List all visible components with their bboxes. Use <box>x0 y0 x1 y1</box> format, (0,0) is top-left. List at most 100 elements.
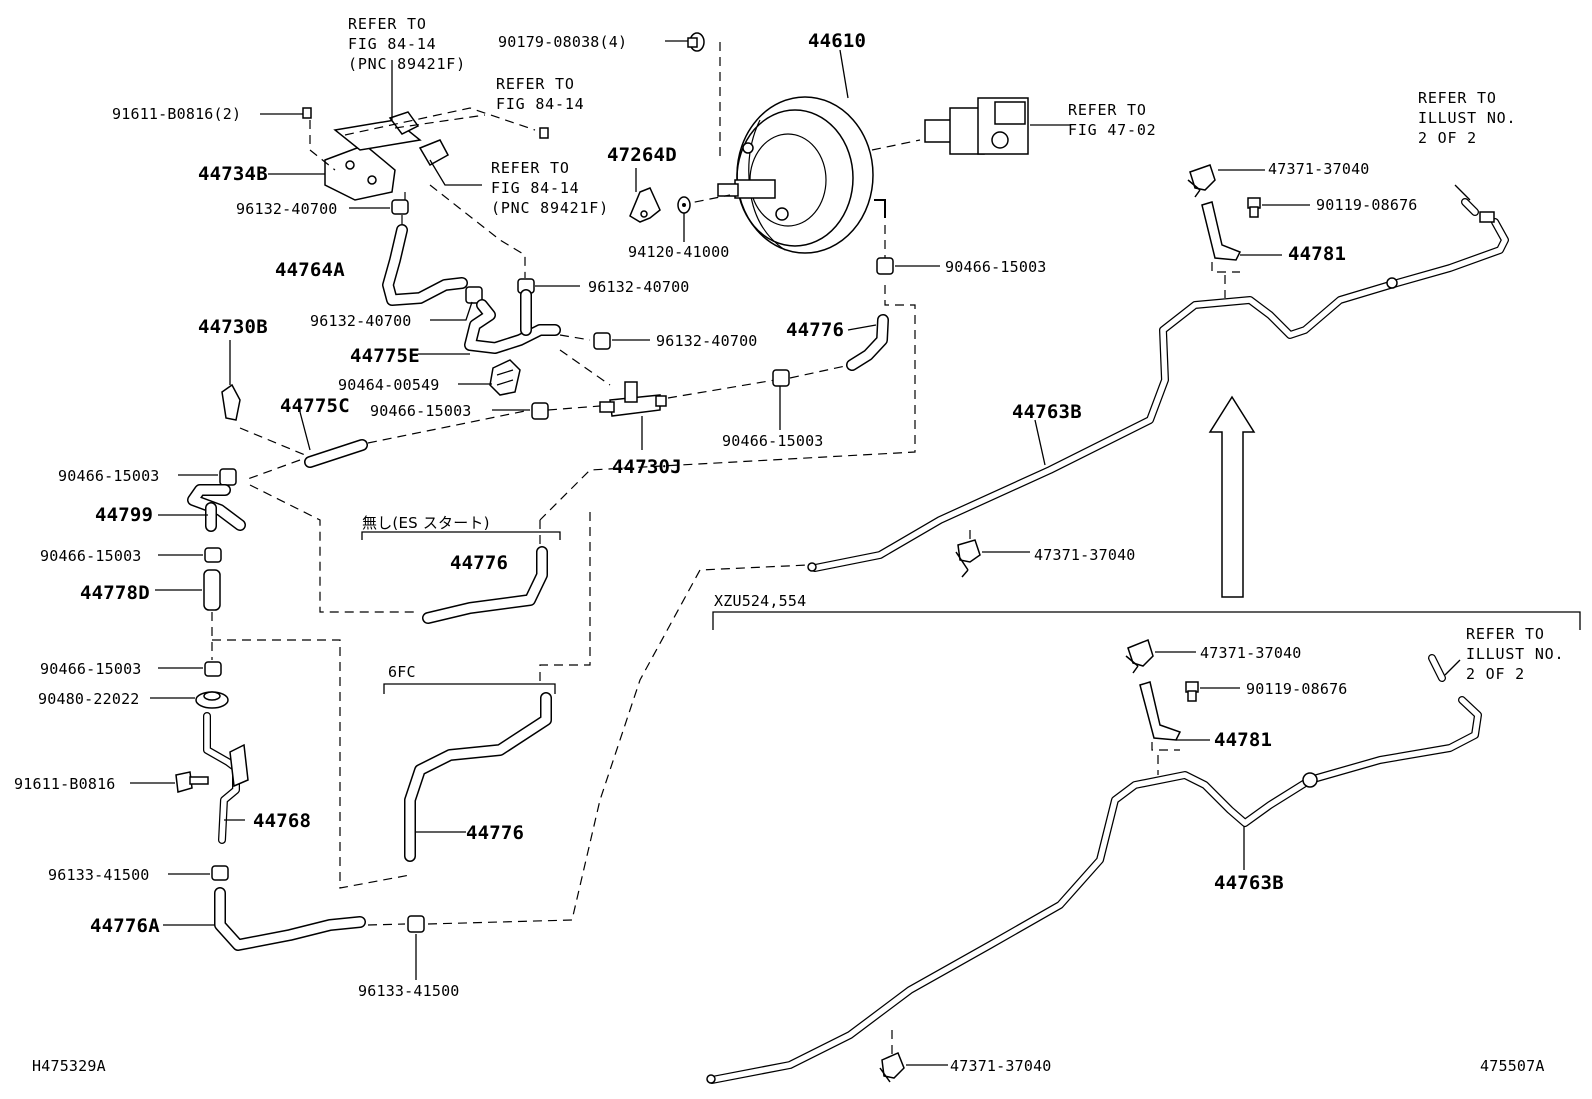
part-47371-37040-c[interactable]: 47371-37040 <box>1200 644 1302 662</box>
ref-84-14-pnc-a: REFER TO <box>348 15 427 33</box>
part-44776-a[interactable]: 44776 <box>786 319 845 341</box>
variant-xzu524-554: XZU524,554 <box>714 592 807 610</box>
part-44776-c[interactable]: 44776 <box>466 822 525 844</box>
ref-47-02-a: REFER TO <box>1068 101 1147 119</box>
tube-44778D <box>203 569 221 611</box>
part-96133-41500-a[interactable]: 96133-41500 <box>48 866 150 884</box>
part-96133-41500-b[interactable]: 96133-41500 <box>358 982 460 1000</box>
clip-44730B <box>221 383 241 421</box>
part-90119-08676-b[interactable]: 90119-08676 <box>1246 680 1348 698</box>
part-44610[interactable]: 44610 <box>808 30 867 52</box>
part-47371-37040-d[interactable]: 47371-37040 <box>950 1057 1052 1075</box>
variant-nashi-es-start: 無し(ES スタート) <box>362 514 490 532</box>
pipe-44763B-a <box>807 211 1509 572</box>
washer-94120 <box>677 196 691 214</box>
part-90466-15003-e[interactable]: 90466-15003 <box>40 547 142 565</box>
clamp-47371-b <box>955 539 981 578</box>
part-90466-15003-a[interactable]: 90466-15003 <box>945 258 1047 276</box>
clamp-90466-f <box>204 661 222 677</box>
part-90464-00549[interactable]: 90464-00549 <box>338 376 440 394</box>
part-47264D[interactable]: 47264D <box>607 144 677 166</box>
hose-44776A <box>214 887 366 951</box>
pipe-44763B-b <box>706 696 1482 1084</box>
pipe-stub-ref-b <box>1428 654 1446 682</box>
part-96132-40700-b[interactable]: 96132-40700 <box>588 278 690 296</box>
part-91611-b0816[interactable]: 91611-B0816 <box>14 775 116 793</box>
ref-84-14-b: FIG 84-14 <box>496 95 585 113</box>
part-44730J[interactable]: 44730J <box>612 456 682 478</box>
ref-84-14-pnc-b: FIG 84-14 <box>348 35 437 53</box>
part-90480-22022[interactable]: 90480-22022 <box>38 690 140 708</box>
part-47371-37040-b[interactable]: 47371-37040 <box>1034 546 1136 564</box>
ref-illust2-a: REFER TO <box>1466 625 1545 643</box>
part-96132-40700-a[interactable]: 96132-40700 <box>236 200 338 218</box>
part-44768[interactable]: 44768 <box>253 810 312 832</box>
bolt-91611b <box>175 771 209 793</box>
ref-illust-b: ILLUST NO. <box>1418 109 1517 127</box>
bracket-44781-a <box>1201 201 1242 261</box>
clamp-90466-e <box>204 547 222 563</box>
ref-illust-c: 2 OF 2 <box>1418 129 1477 147</box>
part-44799[interactable]: 44799 <box>95 504 154 526</box>
part-90119-08676-a[interactable]: 90119-08676 <box>1316 196 1418 214</box>
clamp-47371-d <box>879 1052 905 1083</box>
ref-84-14-pnc2-a: REFER TO <box>491 159 570 177</box>
clamp-90466-c <box>772 369 790 387</box>
part-44734B[interactable]: 44734B <box>198 163 268 185</box>
pipe-44768 <box>203 712 249 844</box>
grommet-90480 <box>195 691 229 709</box>
part-44776A[interactable]: 44776A <box>90 915 160 937</box>
master-cylinder <box>924 97 1029 155</box>
part-96132-40700-c[interactable]: 96132-40700 <box>310 312 412 330</box>
part-94120-41000[interactable]: 94120-41000 <box>628 243 730 261</box>
clamp-90466-a <box>876 257 894 275</box>
part-44781-a[interactable]: 44781 <box>1288 243 1347 265</box>
hose-44775C <box>304 439 368 468</box>
bracket-44781-b <box>1139 681 1182 741</box>
part-96132-40700-d[interactable]: 96132-40700 <box>656 332 758 350</box>
hose-44764A <box>382 224 468 306</box>
hose-44799 <box>187 484 246 532</box>
upward-arrow <box>1208 395 1256 598</box>
part-44763B-a[interactable]: 44763B <box>1012 401 1082 423</box>
clamp-47371-a <box>1187 164 1216 198</box>
nut-90179 <box>687 32 705 52</box>
ref-illust2-b: ILLUST NO. <box>1466 645 1565 663</box>
part-44776-b[interactable]: 44776 <box>450 552 509 574</box>
hose-44776-c <box>404 692 552 862</box>
part-44730B[interactable]: 44730B <box>198 316 268 338</box>
hose-44776-b <box>422 546 548 624</box>
bolt-90119-b <box>1185 681 1199 702</box>
diagram-id-left: H475329A <box>32 1057 106 1075</box>
ref-84-14-a: REFER TO <box>496 75 575 93</box>
part-44764A[interactable]: 44764A <box>275 259 345 281</box>
diagram-id-right: 475507A <box>1480 1057 1545 1075</box>
ref-47-02-b: FIG 47-02 <box>1068 121 1157 139</box>
part-44778D[interactable]: 44778D <box>80 582 150 604</box>
bracket-47264D <box>629 187 661 223</box>
part-90466-15003-f[interactable]: 90466-15003 <box>40 660 142 678</box>
clamp-47371-c <box>1125 639 1154 674</box>
part-44763B-b[interactable]: 44763B <box>1214 872 1284 894</box>
part-90466-15003-d[interactable]: 90466-15003 <box>58 467 160 485</box>
variant-6fc: 6FC <box>388 663 416 681</box>
part-47371-37040-a[interactable]: 47371-37040 <box>1268 160 1370 178</box>
ref-84-14-pnc2-c: (PNC 89421F) <box>491 199 609 217</box>
valve-44730J <box>599 381 667 417</box>
part-90179-08038[interactable]: 90179-08038(4) <box>498 33 628 51</box>
clip-90464 <box>489 359 521 396</box>
pipe-stub-ref-a <box>1461 198 1479 216</box>
bolt-90119-a <box>1247 197 1261 218</box>
part-44775C[interactable]: 44775C <box>280 395 350 417</box>
part-91611-b0816-2[interactable]: 91611-B0816(2) <box>112 105 242 123</box>
part-90466-15003-b[interactable]: 90466-15003 <box>370 402 472 420</box>
part-44775E[interactable]: 44775E <box>350 345 420 367</box>
hose-44775E <box>464 299 561 354</box>
part-44781-b[interactable]: 44781 <box>1214 729 1273 751</box>
hose-44776-a <box>846 314 889 371</box>
ref-84-14-pnc2-b: FIG 84-14 <box>491 179 580 197</box>
clamp-96133-b <box>407 915 425 933</box>
part-90466-15003-c[interactable]: 90466-15003 <box>722 432 824 450</box>
clamp-96133-a <box>211 865 229 881</box>
brake-booster <box>717 96 886 254</box>
